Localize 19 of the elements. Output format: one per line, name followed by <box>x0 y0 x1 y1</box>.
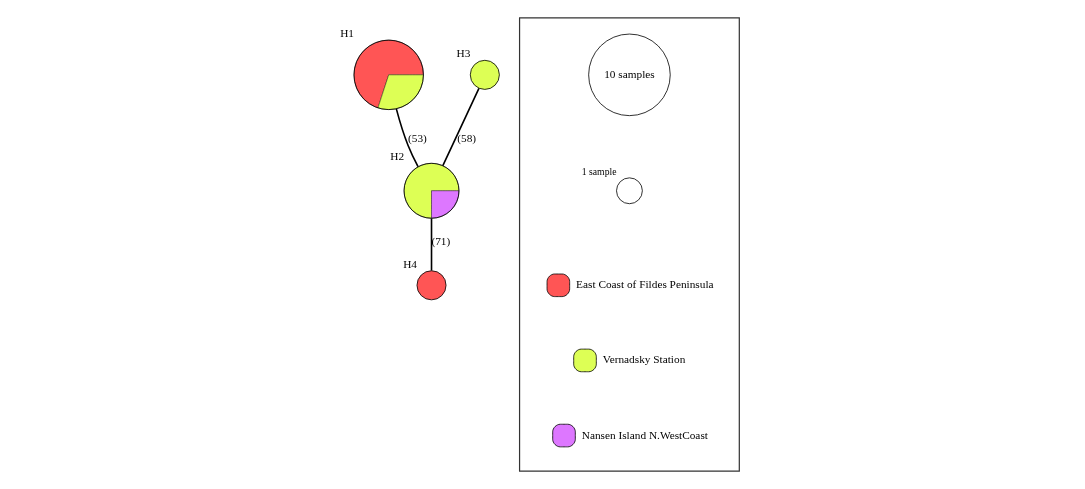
edge-label: (71) <box>430 235 450 248</box>
legend-label: East Coast of Fildes Peninsula <box>575 278 714 291</box>
edge-label: (58) <box>456 132 476 145</box>
legend-label: Vernadsky Station <box>602 353 685 366</box>
edge-label: (53) <box>407 132 427 145</box>
node-label: H1 <box>339 27 354 40</box>
cluster <box>518 17 740 472</box>
connector <box>430 217 432 272</box>
node-label: H2 <box>389 150 404 163</box>
node-circle <box>469 59 500 90</box>
node-circle <box>416 270 446 301</box>
node-label: H3 <box>456 47 470 60</box>
node-label: 1 sample <box>581 166 616 178</box>
node-circle <box>615 177 643 205</box>
connector <box>395 108 419 168</box>
legend-label: Nansen Island N.WestCoast <box>581 428 708 441</box>
node-circle: 10 samples <box>587 33 671 117</box>
connector <box>441 87 480 167</box>
node-label: H4 <box>402 257 417 270</box>
